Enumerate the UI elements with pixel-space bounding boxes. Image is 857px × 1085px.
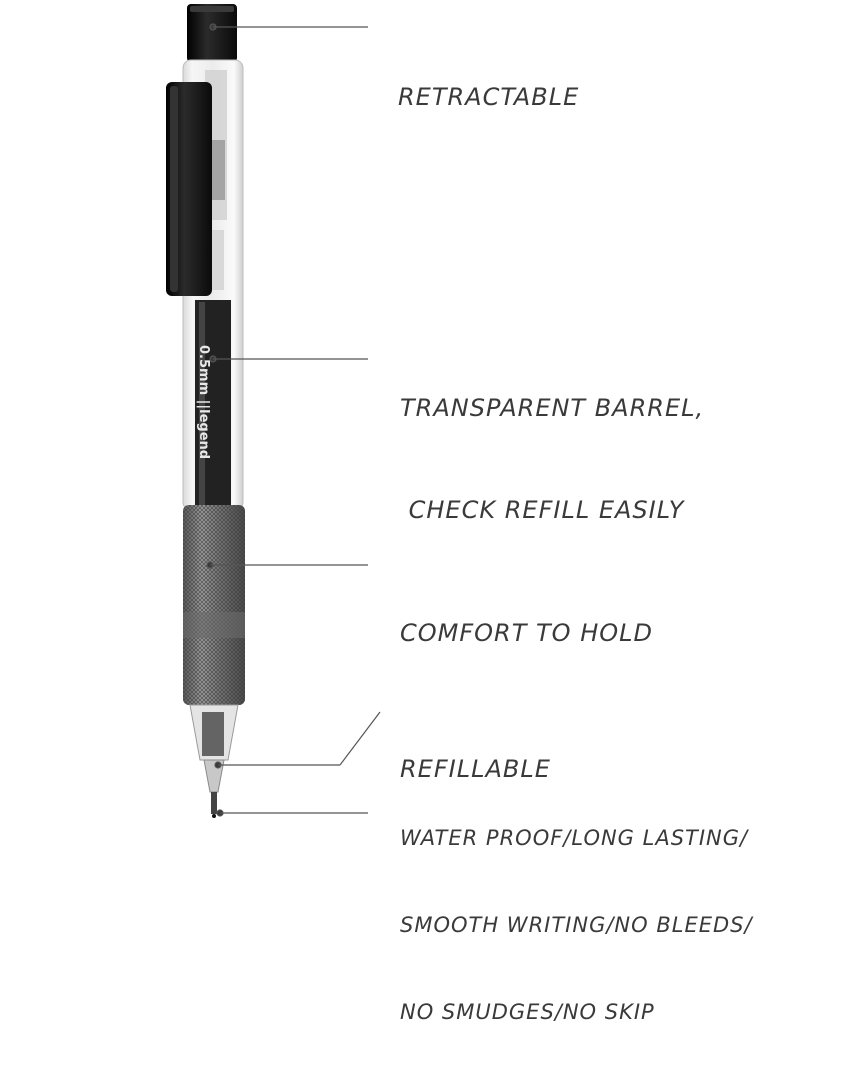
label-comfort-to-hold: COMFORT TO HOLD bbox=[400, 619, 653, 647]
product-feature-diagram: 0.5mm ||legend RETRA bbox=[166, 4, 752, 1024]
clicker-button bbox=[187, 4, 237, 62]
leader-lines bbox=[206, 23, 381, 817]
label-refillable: REFILLABLE bbox=[400, 755, 551, 783]
label-ink-features: WATER PROOF/LONG LASTING/ SMOOTH WRITING… bbox=[400, 826, 753, 1024]
pen-illustration: 0.5mm ||legend bbox=[166, 4, 381, 818]
pen-nib bbox=[211, 792, 217, 814]
label-retractable: RETRACTABLE bbox=[398, 83, 580, 111]
label-transparent-barrel: TRANSPARENT BARREL, CHECK REFILL EASILY bbox=[400, 394, 705, 524]
refill-print: 0.5mm ||legend bbox=[196, 345, 211, 459]
